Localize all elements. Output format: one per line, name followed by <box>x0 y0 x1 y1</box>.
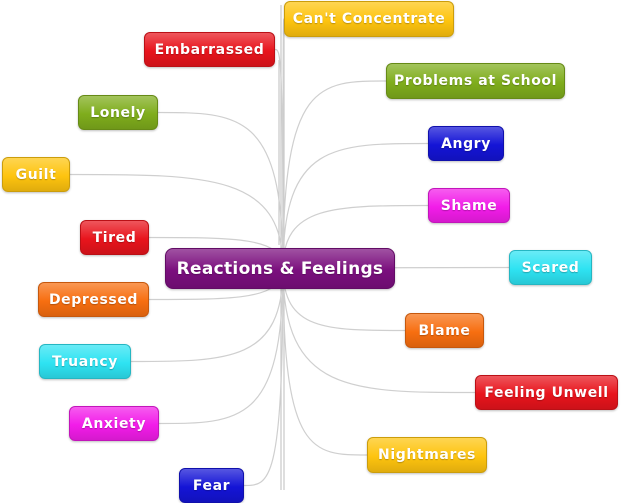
topic-shame[interactable]: Shame <box>428 188 510 223</box>
topic-tired[interactable]: Tired <box>80 220 149 255</box>
connector-feeling-unwell <box>282 267 476 394</box>
connector-embarrassed <box>274 48 284 269</box>
topic-cant-concentrate[interactable]: Can't Concentrate <box>284 1 454 37</box>
topic-fear[interactable]: Fear <box>179 468 244 503</box>
connector-problems-at-school <box>282 80 387 269</box>
connector-angry <box>282 142 429 269</box>
central-topic[interactable]: Reactions & Feelings <box>165 248 395 289</box>
topic-problems-at-school[interactable]: Problems at School <box>386 63 565 99</box>
topic-depressed[interactable]: Depressed <box>38 282 149 317</box>
topic-nightmares[interactable]: Nightmares <box>367 437 487 473</box>
topic-embarrassed[interactable]: Embarrassed <box>144 32 275 67</box>
topic-blame[interactable]: Blame <box>405 313 484 348</box>
topic-anxiety[interactable]: Anxiety <box>69 406 159 441</box>
topic-angry[interactable]: Angry <box>428 126 504 161</box>
connector-truancy <box>130 267 284 363</box>
topic-feeling-unwell[interactable]: Feeling Unwell <box>475 375 618 410</box>
topic-truancy[interactable]: Truancy <box>39 344 131 379</box>
topic-guilt[interactable]: Guilt <box>2 157 70 192</box>
connector-lonely <box>157 111 284 269</box>
connector-anxiety <box>158 267 284 425</box>
connector-guilt <box>69 173 284 269</box>
connector-fear <box>243 267 284 487</box>
connector-nightmares <box>282 267 368 456</box>
topic-lonely[interactable]: Lonely <box>78 95 158 130</box>
topic-scared[interactable]: Scared <box>509 250 592 285</box>
connector-shame <box>282 204 429 269</box>
